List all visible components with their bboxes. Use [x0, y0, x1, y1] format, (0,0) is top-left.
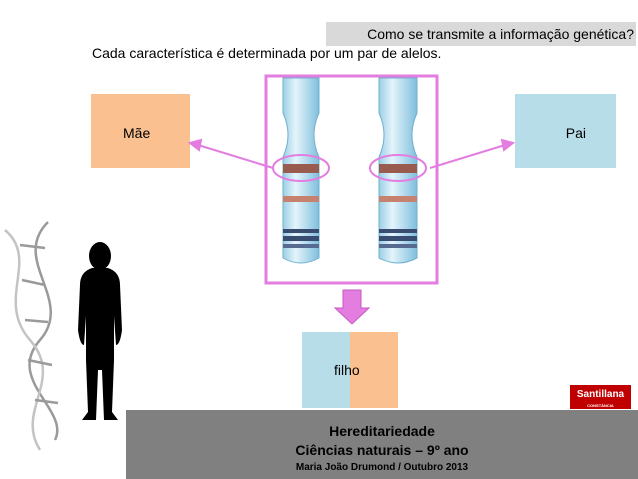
dna-helix-icon [4, 221, 59, 451]
footer-author: Maria João Drumond / Outubro 2013 [295, 462, 469, 473]
allele-highlight-right [369, 154, 427, 182]
chromosome-left [282, 77, 320, 264]
father-box: Pai [515, 94, 616, 168]
chromosome-pair-frame [264, 74, 439, 285]
arrow-down-icon [333, 289, 371, 325]
arrow-to-mother-icon [187, 138, 274, 169]
publisher-logo: Santillana CONSTÂNCIA [570, 385, 631, 409]
question-banner: Como se transmite a informação genética? [326, 22, 636, 46]
father-label: Pai [565, 125, 586, 141]
logo-name: Santillana [576, 389, 625, 400]
footer-bar: Hereditariedade Ciências naturais – 9º a… [126, 410, 638, 479]
child-father-half [302, 332, 350, 408]
human-silhouette-icon [78, 242, 122, 420]
footer-course: Ciências naturais – 9º ano [295, 442, 469, 458]
child-box: filho [302, 332, 398, 408]
mother-box: Mãe [91, 94, 190, 168]
chromosome-right [378, 77, 418, 264]
arrow-to-father-icon [429, 138, 516, 169]
logo-tagline: CONSTÂNCIA [587, 403, 614, 408]
footer-title: Hereditariedade [329, 423, 435, 439]
child-label: filho [334, 362, 360, 378]
mother-label: Mãe [123, 125, 151, 141]
child-mother-half [350, 332, 398, 408]
slide-subtitle: Cada característica é determinada por um… [92, 45, 442, 61]
